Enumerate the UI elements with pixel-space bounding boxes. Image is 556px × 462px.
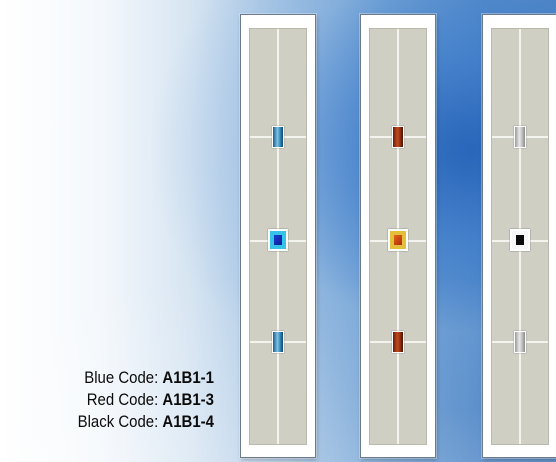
bevel-black-bottom (514, 331, 526, 353)
bevel-blue-top (272, 126, 284, 148)
jewel-black (510, 229, 530, 251)
glass-field (369, 28, 427, 445)
code-label: Red Code: (87, 390, 163, 409)
black-code-line: Black Code: A1B1-4 (78, 411, 214, 433)
code-value: A1B1-3 (162, 390, 214, 409)
door-panel-black (482, 14, 556, 458)
code-value: A1B1-4 (162, 412, 214, 431)
jewel-red (388, 229, 408, 251)
bevel-black-top (514, 126, 526, 148)
door-panel-blue (240, 14, 316, 458)
bevel-red-bottom (392, 331, 404, 353)
bevel-red-top (392, 126, 404, 148)
jewel-blue (268, 229, 288, 251)
blue-code-line: Blue Code: A1B1-1 (78, 367, 214, 389)
door-panel-red (360, 14, 436, 458)
code-value: A1B1-1 (162, 368, 214, 387)
bevel-blue-bottom (272, 331, 284, 353)
red-code-line: Red Code: A1B1-3 (78, 389, 214, 411)
glass-field (491, 28, 549, 445)
code-legend: Blue Code: A1B1-1 Red Code: A1B1-3 Black… (59, 367, 214, 433)
code-label: Black Code: (78, 412, 163, 431)
code-label: Blue Code: (84, 368, 162, 387)
glass-field (249, 28, 307, 445)
